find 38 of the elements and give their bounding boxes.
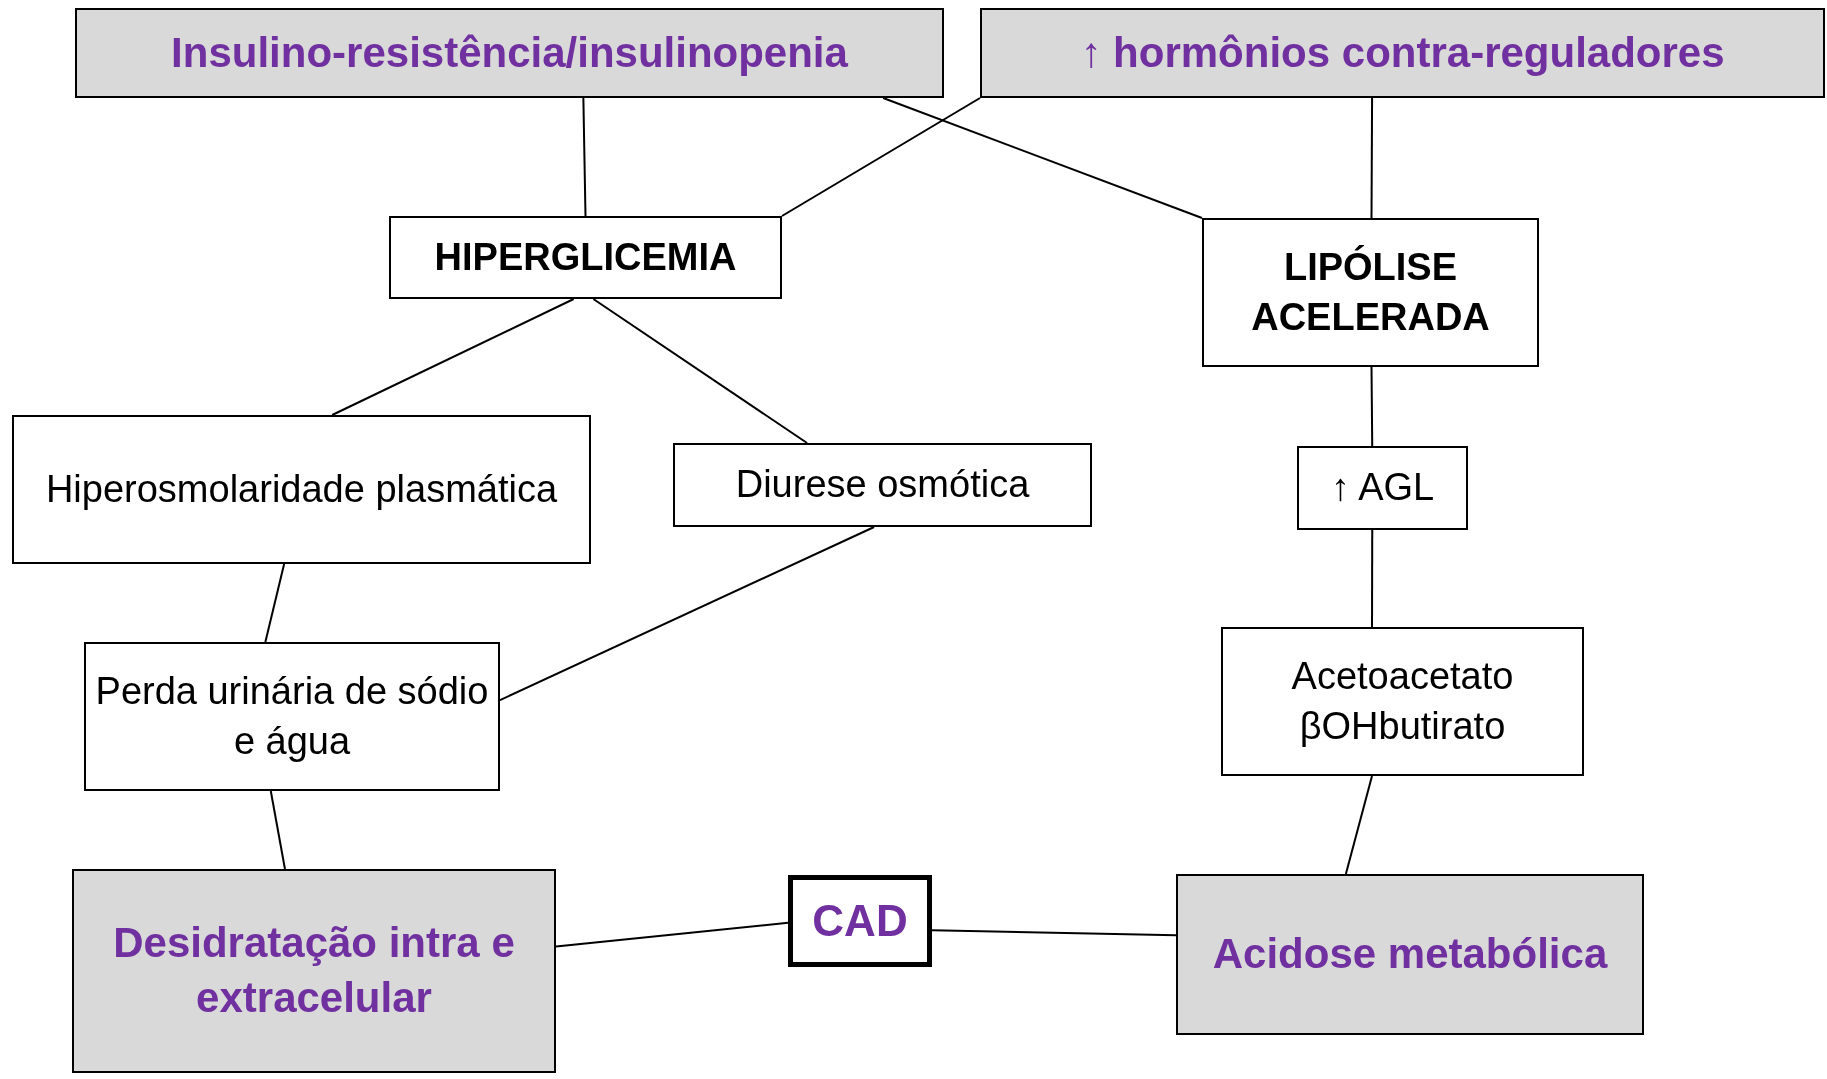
node-label: ↑ hormônios contra-reguladores — [1080, 27, 1725, 78]
process-box — [72, 869, 556, 1073]
node-label: LIPÓLISE ACELERADA — [1250, 244, 1491, 340]
process-box — [389, 216, 782, 299]
process-box — [84, 642, 500, 791]
connector-line — [582, 97, 587, 217]
connector-line — [1370, 97, 1374, 219]
connector-line — [555, 921, 789, 948]
connector-line — [781, 97, 981, 217]
connector-line — [264, 563, 286, 643]
node-label: Insulino-resistência/insulinopenia — [171, 27, 848, 78]
process-box — [1221, 627, 1584, 776]
connector-line — [269, 790, 286, 870]
node-label: Acidose metabólica — [1212, 929, 1608, 980]
process-box — [673, 443, 1092, 527]
connector-line — [1370, 366, 1374, 447]
node-label: CAD — [812, 895, 908, 948]
process-box — [788, 875, 932, 967]
process-box — [1176, 874, 1644, 1035]
process-box — [12, 415, 591, 564]
connector-line — [499, 526, 876, 702]
node-label: ↑ AGL — [1330, 465, 1435, 511]
connector-line — [592, 298, 809, 444]
node-label: Hiperosmolaridade plasmática — [45, 466, 558, 512]
node-label: Diurese osmótica — [735, 462, 1030, 508]
node-label: Acetoacetato βOHbutirato — [1290, 654, 1515, 749]
process-box — [1202, 218, 1539, 367]
process-box — [75, 8, 944, 98]
connector-line — [1371, 529, 1374, 628]
connector-line — [331, 298, 575, 416]
connector-line — [882, 97, 1203, 219]
process-box — [1297, 446, 1468, 530]
node-label: Desidratação intra e extracelular — [112, 918, 516, 1023]
process-box — [980, 8, 1825, 98]
connector-line — [931, 929, 1177, 937]
node-label: Perda urinária de sódio e água — [94, 669, 490, 764]
node-label: HIPERGLICEMIA — [434, 234, 737, 280]
connector-line — [1344, 775, 1373, 875]
